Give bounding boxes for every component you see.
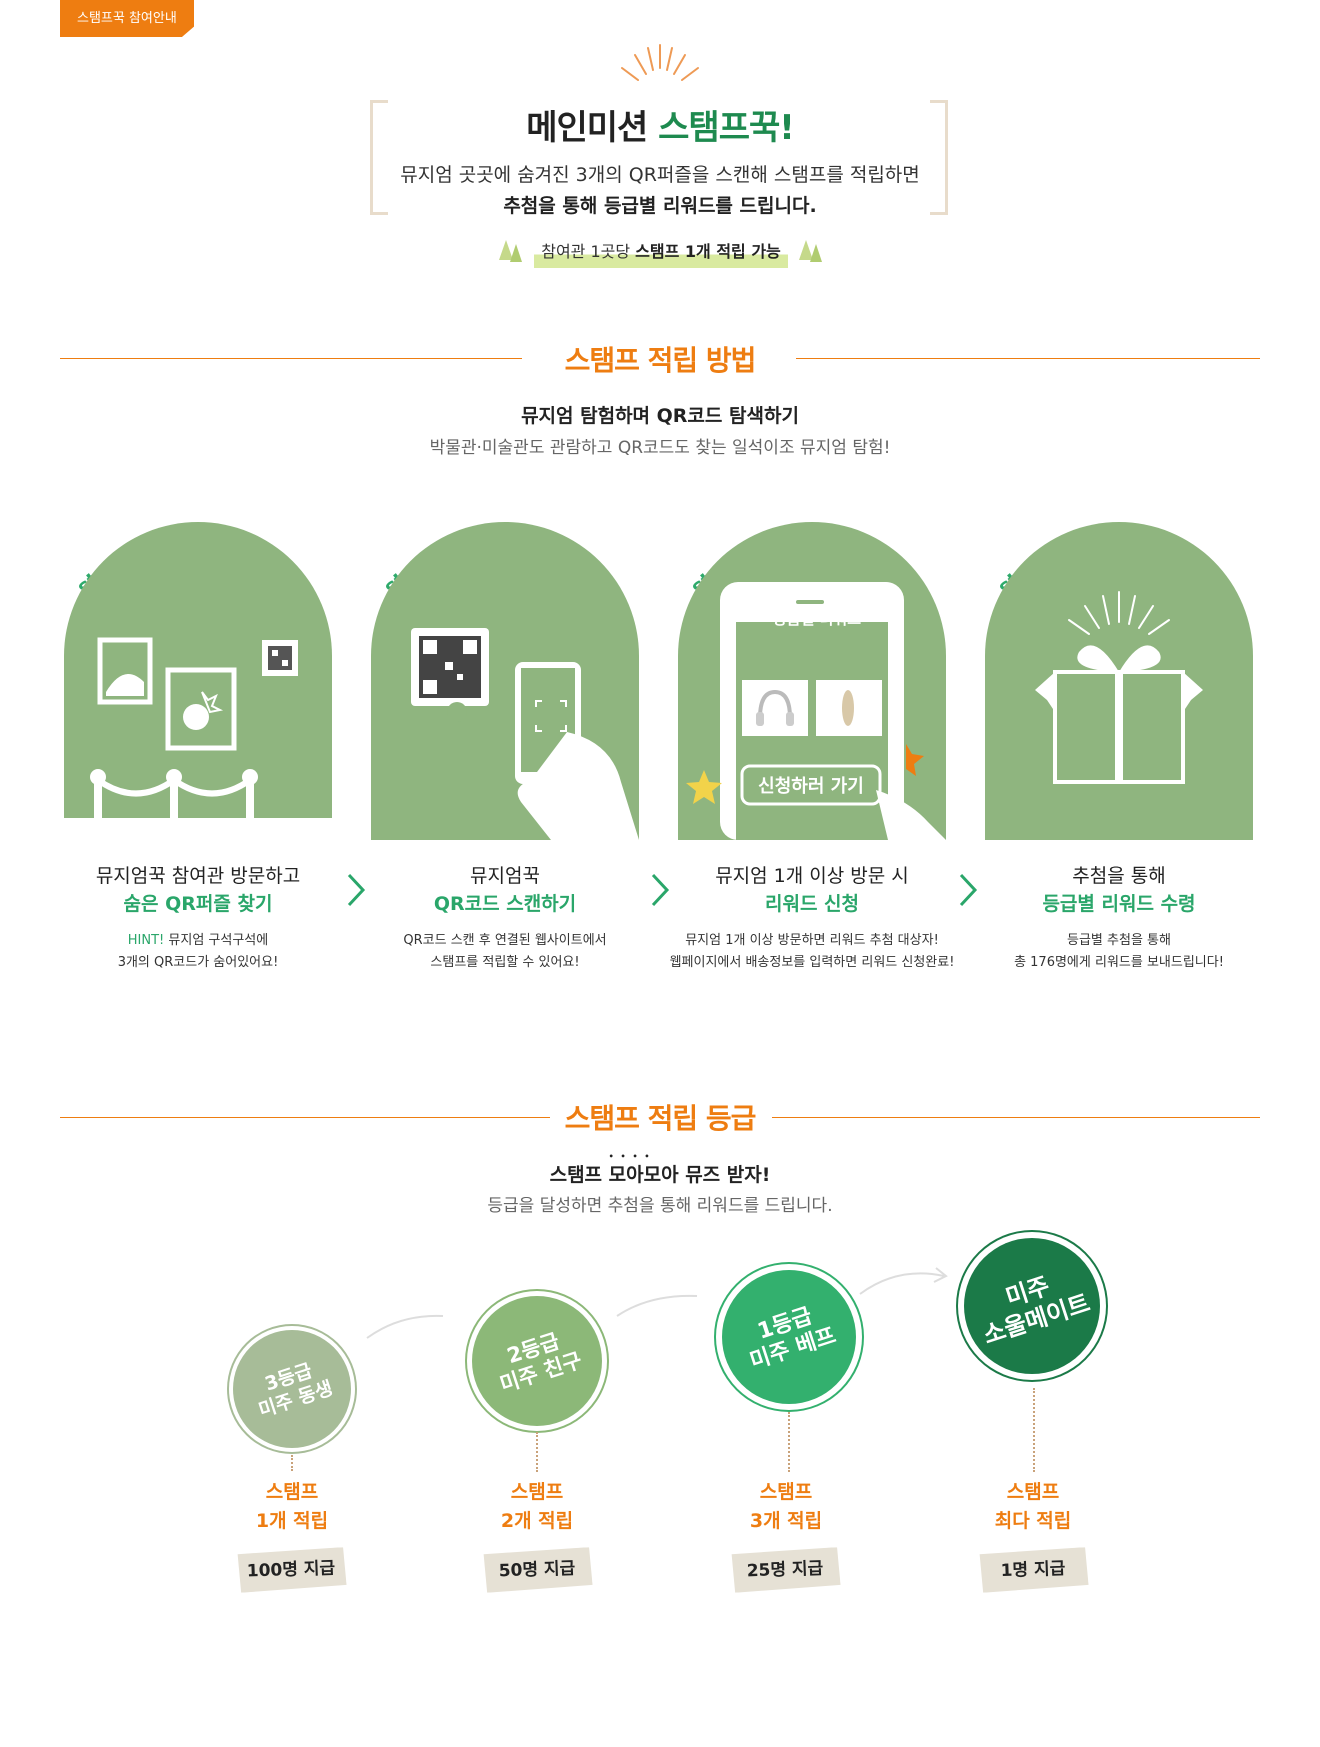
apply-button: 신청하러 가기: [758, 776, 864, 797]
reward-count-badge: 50명 지급: [481, 1547, 592, 1593]
main-description-bold: 추첨을 통해 등급별 리워드를 드립니다.: [503, 195, 817, 217]
sparkle-rays-icon: [621, 44, 699, 81]
main-description: 뮤지엄 곳곳에 숨겨진 3개의 QR퍼즐을 스캔해 스탬프를 적립하면: [400, 164, 920, 186]
dotted-line: [1033, 1388, 1035, 1472]
grade-description: 등급을 달성하면 추첨을 통해 리워드를 드립니다.: [487, 1196, 833, 1216]
reward-count-badge: 1명 지급: [977, 1547, 1088, 1593]
divider-line: [60, 358, 522, 359]
right-bracket: [930, 100, 948, 215]
step2-illustration: [371, 522, 639, 840]
divider-line: [60, 1117, 550, 1118]
reward-count-badge: 100명 지급: [235, 1547, 346, 1593]
step3-illustration: [678, 522, 946, 840]
divider-line: [772, 1117, 1260, 1118]
chevron-right-icon: [347, 873, 366, 907]
method-title: 스탬프 적립 방법: [564, 344, 757, 377]
connector-arrow: [366, 1314, 444, 1339]
chevron-right-icon: [959, 873, 978, 907]
dotted-line: [291, 1455, 293, 1471]
connector-arrow: [859, 1267, 948, 1295]
chevron-right-icon: [651, 873, 670, 907]
main-title: 메인미션 스탬프꾹!: [526, 108, 795, 148]
step4-illustration: [985, 522, 1253, 840]
divider-line: [796, 358, 1260, 359]
method-subtitle: 뮤지엄 탐험하며 QR코드 탐색하기: [521, 405, 799, 427]
left-bracket: [370, 100, 388, 215]
tree-icon: [499, 240, 522, 262]
grade-subtitle: 스탬프 모아모아 뮤즈 받자!: [0, 1160, 1320, 1187]
main-title-highlight: 스탬프꾹!: [658, 108, 795, 148]
method-description: 박물관·미술관도 관람하고 QR코드도 찾는 일석이조 뮤지엄 탐험!: [429, 438, 891, 458]
connector-arrow: [616, 1294, 698, 1317]
grade-title: 스탬프 적립 등급: [564, 1102, 757, 1135]
step1-illustration: [64, 522, 332, 818]
dotted-line: [788, 1412, 790, 1472]
step3-text: 뮤지엄 1개 이상 방문 시 리워드 신청 뮤지엄 1개 이상 방문하면 리워드…: [669, 865, 955, 970]
tree-icon: [799, 240, 822, 262]
reward-count-badge: 25명 지급: [729, 1547, 840, 1593]
dotted-line: [536, 1432, 538, 1472]
participation-limit: 참여관 1곳당 스탬프 1개 적립 가능: [534, 238, 788, 268]
step1-text: 뮤지엄꾹 참여관 방문하고 숨은 QR퍼즐 찾기 HINT! 뮤지엄 구석구석에…: [95, 865, 301, 970]
section-tag: 스탬프꾹 참여안내: [60, 0, 194, 37]
phone-title: 등급별 리워드: [772, 610, 862, 628]
